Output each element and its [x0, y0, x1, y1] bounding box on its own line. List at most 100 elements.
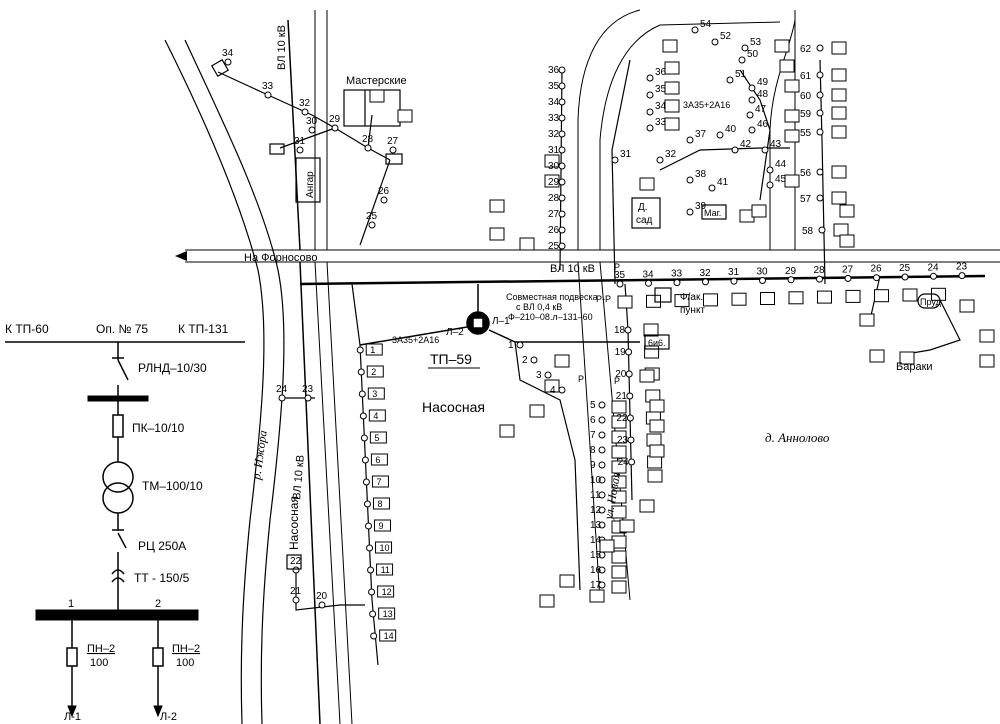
pole — [702, 278, 709, 286]
pole-number: 60 — [800, 91, 812, 102]
house — [831, 41, 847, 55]
pole-number: 53 — [750, 37, 762, 48]
house — [589, 589, 605, 603]
label-p-1: Р — [578, 374, 584, 384]
pole — [748, 126, 756, 134]
house — [489, 199, 505, 213]
house — [664, 81, 680, 95]
pole — [598, 521, 606, 529]
pole-number: 27 — [842, 264, 854, 275]
house — [979, 354, 995, 368]
pole — [598, 401, 606, 409]
label-l2: Л-2 — [160, 711, 177, 723]
pole-number: 35 — [548, 81, 560, 92]
pole — [292, 566, 300, 574]
house — [646, 294, 661, 308]
label-rc: РЦ 250А — [138, 539, 186, 553]
house — [784, 129, 800, 143]
label-bus2: 2 — [155, 598, 161, 610]
pole — [264, 91, 272, 99]
house — [611, 505, 627, 519]
pole-number: 30 — [306, 116, 318, 127]
pole — [516, 341, 524, 349]
pole-number: 34 — [222, 48, 234, 59]
pole-number: 14 — [590, 535, 602, 546]
pole-number: 44 — [775, 159, 787, 170]
label-fap1: Ф/ак. — [680, 292, 703, 303]
pole — [816, 109, 824, 117]
house — [647, 469, 663, 483]
house — [831, 106, 847, 120]
pole — [389, 146, 397, 154]
pole-number: 1 — [508, 340, 514, 351]
pole — [558, 162, 566, 170]
pole-number: 35 — [655, 84, 667, 95]
pole — [369, 610, 377, 618]
house — [559, 574, 575, 588]
pole — [598, 491, 606, 499]
pole — [598, 461, 606, 469]
pole — [686, 208, 694, 216]
pole — [558, 242, 566, 250]
label-joint2: с ВЛ 0,4 кВ — [516, 302, 562, 312]
pole-number: 26 — [871, 264, 883, 275]
pole-number: 28 — [548, 193, 560, 204]
pole-number: 24 — [276, 384, 288, 395]
house — [899, 351, 915, 365]
label-rr: Р-Р — [596, 294, 611, 304]
pole-number: 29 — [548, 177, 560, 188]
house — [831, 68, 847, 82]
pole-number: 24 — [618, 457, 630, 468]
pole-number: 34 — [655, 101, 667, 112]
house-number: 3 — [372, 389, 377, 399]
pole — [816, 91, 824, 99]
pole-number: 8 — [590, 445, 596, 456]
house-number: 4 — [373, 411, 378, 421]
pole — [558, 194, 566, 202]
pole-number: 27 — [548, 209, 560, 220]
label-vl10-left: ВЛ 10 кВ — [291, 454, 307, 500]
house — [760, 292, 775, 305]
pole — [598, 416, 606, 424]
pole-number: 12 — [590, 505, 602, 516]
pole — [766, 166, 774, 174]
label-wire2: 3А35+2А16 — [683, 100, 730, 110]
label-d-sad2: сад — [636, 215, 653, 226]
house — [617, 295, 633, 309]
house — [643, 323, 659, 337]
pole — [367, 566, 375, 574]
pole-number: 33 — [655, 117, 667, 128]
house-number: 6 — [375, 455, 380, 465]
house-numbered — [375, 541, 393, 554]
house-number: 2 — [371, 367, 376, 377]
pole — [356, 346, 364, 354]
pole — [816, 194, 824, 202]
pole — [625, 348, 633, 356]
house — [979, 329, 995, 343]
label-pn2: ПН–2 — [172, 643, 200, 655]
pole — [711, 38, 719, 46]
label-k-tp131: К ТП-131 — [178, 322, 229, 336]
house-number: 5 — [374, 433, 379, 443]
pole-number: 32 — [299, 98, 311, 109]
house — [611, 475, 627, 489]
label-nasosnaya-left: Насосная — [287, 496, 301, 550]
pole — [726, 76, 734, 84]
pole-number: 42 — [740, 139, 752, 150]
pole — [370, 632, 378, 640]
house — [831, 125, 847, 139]
pole — [708, 184, 716, 192]
house — [784, 79, 800, 93]
house — [499, 424, 515, 438]
pole-number: 36 — [548, 65, 560, 76]
pole — [362, 478, 370, 486]
label-vl10-main: ВЛ 10 кВ — [550, 263, 595, 275]
pole — [645, 279, 652, 287]
label-angar: Ангар — [305, 171, 316, 198]
pole-number: 30 — [548, 161, 560, 172]
label-vl10-top: ВЛ 10 кВ — [276, 25, 288, 70]
house — [646, 433, 662, 447]
house — [817, 290, 832, 304]
house — [664, 99, 680, 113]
house — [664, 117, 680, 131]
